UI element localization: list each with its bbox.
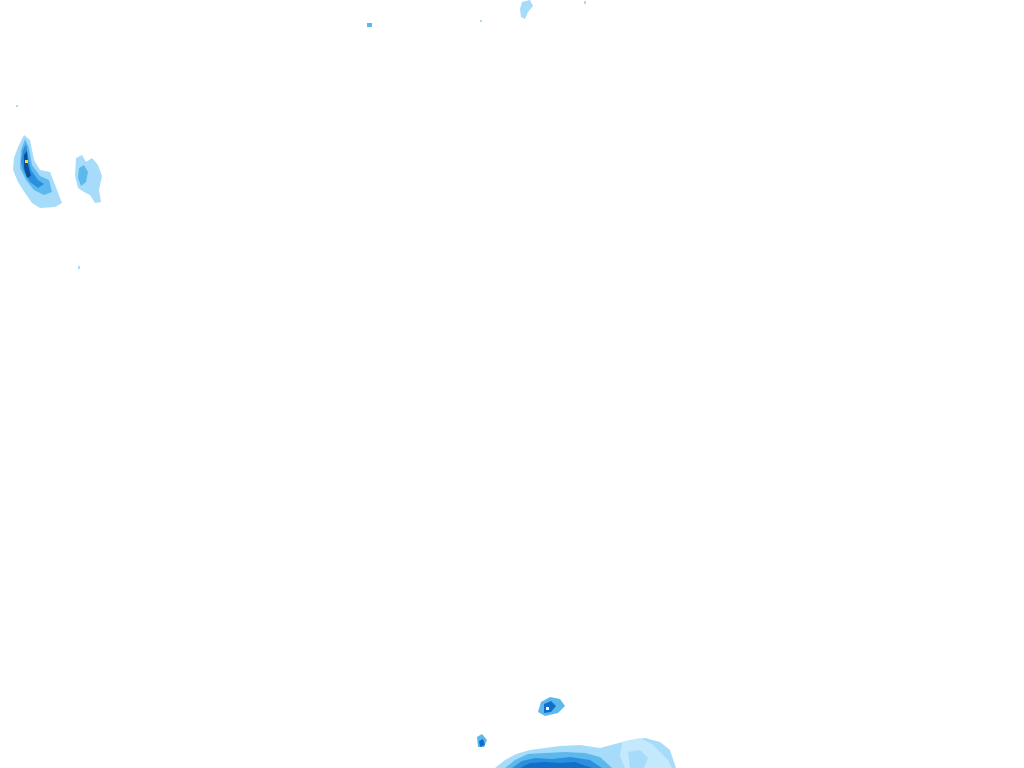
precip-speck-west-dot (16, 105, 18, 107)
precip-band-heavy-south-large (520, 762, 592, 768)
precip-band-medium-west-2 (78, 165, 88, 186)
precip-band-light-west (13, 135, 62, 208)
precip-core-south (546, 707, 549, 710)
precip-cell-south (477, 697, 676, 768)
precip-cell-west (13, 105, 80, 269)
precip-speck-west-low (78, 266, 80, 269)
precip-band-heavy-south-left (479, 739, 485, 747)
precip-speck-top-left (367, 23, 372, 27)
precip-band-medium-west (20, 139, 52, 195)
precip-cell-west-secondary (75, 155, 102, 203)
precip-core-west (25, 160, 28, 163)
precip-band-medium-south-east (628, 750, 648, 768)
precip-speck-top-center (520, 0, 533, 19)
precip-cell-top (367, 0, 586, 27)
precip-speck-top-right (584, 1, 586, 4)
precip-band-heavy-west (24, 151, 31, 178)
precip-speck-top-dot (480, 20, 482, 22)
